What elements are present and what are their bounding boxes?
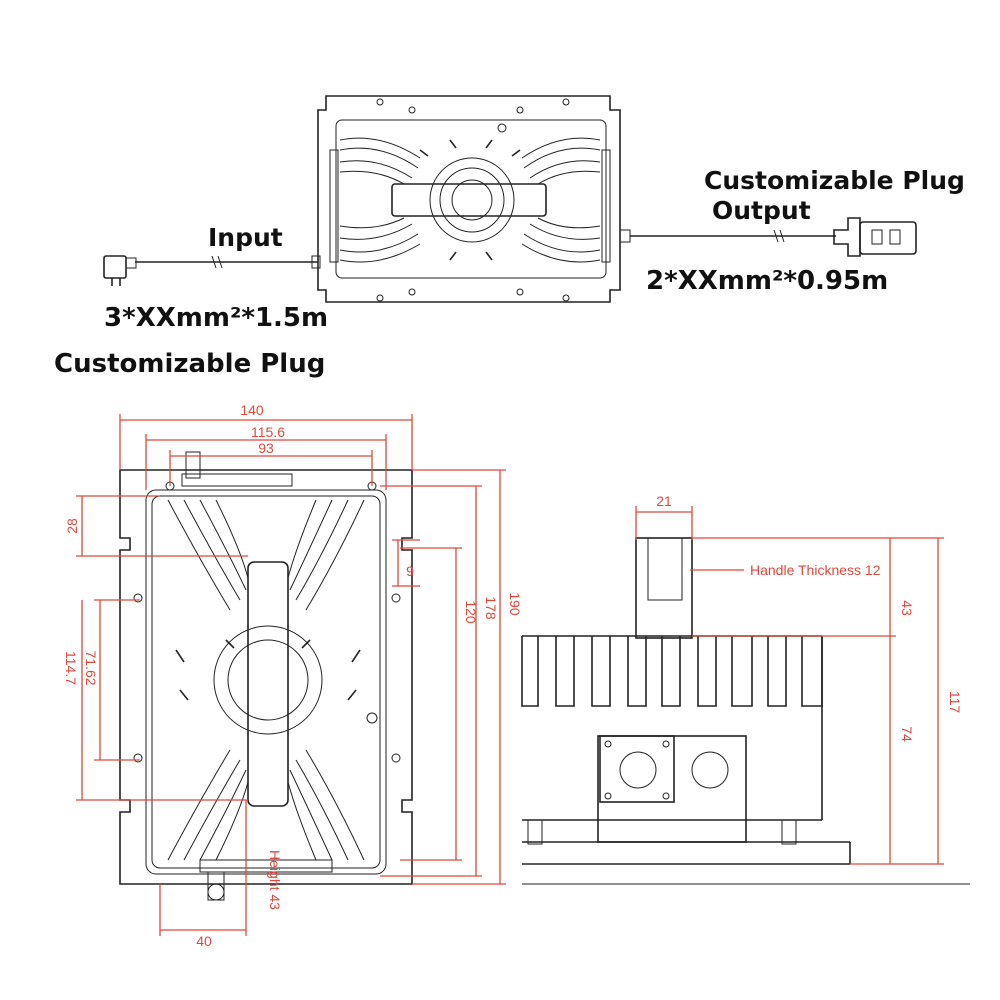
- dim-side-offset: 9: [406, 563, 414, 579]
- dim-handle-height: 43: [899, 600, 915, 616]
- side-view-charger: [521, 537, 970, 885]
- front-heatsink-fins: [167, 499, 365, 861]
- dim-handle-thickness-note: Handle Thickness 12: [750, 562, 881, 578]
- dim-total-height: 117: [947, 691, 963, 714]
- output-label: Output: [712, 196, 811, 225]
- input-plug-icon: [103, 255, 137, 286]
- top-handle-bar: [391, 183, 547, 217]
- dim-inner-height-b: 114.7: [63, 651, 79, 685]
- dim-height-note: Height 43: [267, 850, 283, 910]
- top-heatsink-fins: [339, 137, 601, 263]
- front-mounting-holes: [133, 481, 401, 763]
- top-view-charger: [317, 95, 621, 303]
- dim-overall-height: 190: [507, 592, 523, 616]
- input-plug-note: Customizable Plug: [54, 349, 325, 379]
- front-vent-slots: [175, 639, 361, 701]
- top-fan: [429, 157, 515, 243]
- front-dimension-lines: [76, 414, 506, 936]
- top-vent-slots: [419, 139, 521, 261]
- dim-bottom-width: 40: [196, 933, 212, 949]
- input-label: Input: [208, 223, 283, 252]
- side-dimension-lines: [635, 506, 944, 865]
- dim-hole-spacing-inner: 93: [258, 440, 274, 456]
- output-cable: [619, 229, 836, 243]
- dim-overall-width: 140: [240, 402, 264, 418]
- front-view-charger: [119, 451, 413, 901]
- output-plug-note: Customizable Plug: [704, 166, 965, 195]
- output-plug-icon: [833, 217, 917, 257]
- dim-hole-spacing-outer: 115.6: [251, 424, 285, 440]
- dim-handle-width: 21: [656, 493, 672, 509]
- top-mounting-holes: [376, 98, 570, 302]
- dim-hole-spacing-vertical: 120: [463, 600, 479, 624]
- dim-body-height: 178: [483, 596, 499, 620]
- dim-top-offset: 28: [64, 518, 80, 534]
- input-cable-spec: 3*XXmm²*1.5m: [104, 303, 328, 333]
- dim-side-body-height: 74: [899, 726, 915, 742]
- output-cable-spec: 2*XXmm²*0.95m: [646, 266, 888, 296]
- input-cable: [135, 255, 321, 269]
- dim-inner-height-a: 71.62: [83, 650, 99, 685]
